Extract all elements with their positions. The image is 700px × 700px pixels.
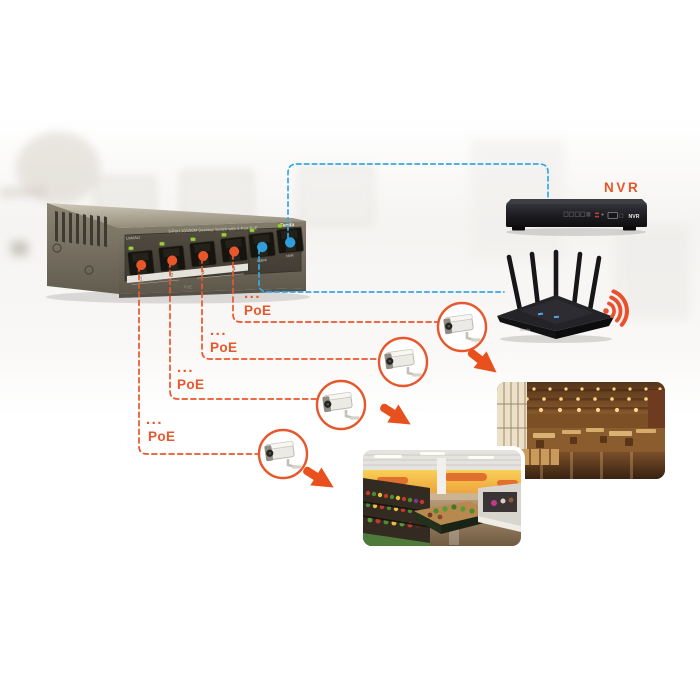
nvr-port-label: NVR bbox=[286, 254, 294, 259]
poe-ellipsis-3: ... bbox=[210, 322, 227, 339]
nvr-device: NVR bbox=[506, 199, 647, 236]
poe-bracket-right bbox=[196, 273, 245, 279]
switch-top-face bbox=[47, 203, 306, 228]
camera-badge-1 bbox=[436, 301, 488, 353]
router-led bbox=[553, 315, 560, 319]
port-module-1 bbox=[127, 249, 155, 277]
uplink-cables bbox=[258, 163, 549, 293]
camera-icon bbox=[443, 313, 481, 342]
flow-arrows bbox=[303, 349, 497, 488]
router-top-inset bbox=[520, 299, 594, 324]
port-number-1: 1 bbox=[140, 277, 143, 283]
nvr-usb-port bbox=[607, 212, 618, 219]
uplink-port-label: Uplink bbox=[257, 258, 268, 263]
switch-vents bbox=[52, 210, 107, 275]
camera-badges bbox=[257, 301, 488, 480]
router-front-right bbox=[556, 317, 614, 339]
router-front-left bbox=[497, 316, 556, 339]
camera-badge-3 bbox=[315, 379, 367, 431]
cable-to-router bbox=[258, 248, 505, 293]
port-number-2: 2 bbox=[171, 273, 174, 279]
poe-ellipsis-4: ... bbox=[244, 285, 261, 302]
poe-group-label: PoE bbox=[184, 285, 193, 290]
port-number-strip bbox=[127, 263, 248, 283]
display-cases-right bbox=[478, 483, 521, 532]
poe-indicator-dot bbox=[198, 250, 209, 261]
poe-ellipsis-2: ... bbox=[177, 359, 194, 376]
switch-uplink-ports bbox=[248, 223, 304, 259]
poe-cable-1 bbox=[138, 265, 261, 455]
switch-base-edge bbox=[119, 288, 306, 298]
router-antenna bbox=[506, 254, 523, 313]
poe-cable-3 bbox=[201, 257, 381, 360]
poe-label-1: PoE bbox=[148, 429, 175, 444]
poe-cable-2 bbox=[169, 261, 319, 400]
port-module-3 bbox=[189, 240, 217, 268]
port-module-5 bbox=[248, 231, 276, 259]
nvr-foot bbox=[623, 226, 636, 231]
supermarket-pillar bbox=[437, 458, 446, 494]
supermarket-photo bbox=[359, 446, 525, 550]
switch-shadow bbox=[46, 290, 310, 304]
background-blur bbox=[0, 132, 690, 320]
router-antenna bbox=[587, 255, 602, 313]
port-module-4 bbox=[220, 236, 248, 263]
router-antennas bbox=[506, 249, 602, 313]
switch-brand: Tenda bbox=[280, 222, 295, 229]
flow-arrow-2 bbox=[380, 403, 411, 425]
port-led-icon bbox=[221, 232, 227, 237]
port-number-3: 3 bbox=[202, 270, 205, 276]
nvr-foot bbox=[512, 226, 525, 231]
wifi-signal-icon bbox=[603, 289, 629, 327]
switch-title: 5-Port 10/100M Desktop Switch with 4-Por… bbox=[168, 225, 257, 234]
nvr-label: NVR bbox=[604, 180, 640, 195]
router-antenna bbox=[571, 251, 583, 309]
router-antenna bbox=[529, 251, 541, 309]
camera-badge-2 bbox=[377, 336, 429, 388]
port-number-4: 4 bbox=[233, 267, 236, 273]
poe-label-4: PoE bbox=[244, 303, 271, 318]
nvr-buttons bbox=[563, 211, 591, 217]
camera-badge-4 bbox=[257, 428, 309, 480]
nvr-shadow bbox=[506, 228, 646, 236]
port-led-icon bbox=[128, 246, 134, 251]
poe-label-2: PoE bbox=[177, 377, 204, 392]
port-led-icon bbox=[249, 228, 255, 233]
camera-icon bbox=[322, 391, 360, 420]
nvr-reset bbox=[619, 213, 624, 218]
flow-arrow-3 bbox=[303, 466, 334, 488]
restaurant-windows bbox=[497, 382, 527, 454]
router-device: Tenda bbox=[497, 249, 614, 343]
switch-poe-ports bbox=[127, 232, 248, 277]
poe-cable-4 bbox=[232, 253, 441, 323]
port-module-6 bbox=[276, 227, 304, 254]
uplink-indicator-dot bbox=[285, 237, 296, 248]
poe-indicator-dot bbox=[229, 246, 240, 257]
port-led-icon bbox=[277, 223, 283, 228]
port-led-icon bbox=[159, 241, 165, 246]
camera-icon bbox=[384, 348, 422, 377]
nvr-front-face bbox=[506, 204, 647, 227]
port-led-icon bbox=[190, 237, 196, 242]
poe-label-3: PoE bbox=[210, 340, 237, 355]
router-brand: Tenda bbox=[519, 327, 531, 332]
flow-arrow-1 bbox=[467, 349, 497, 373]
poe-switch: 5-Port 10/100M Desktop Switch with 4-Por… bbox=[46, 203, 310, 304]
link-act-label: Link/Act bbox=[126, 235, 141, 241]
poe-link-labels: ... PoE ... PoE ... PoE ... PoE bbox=[146, 285, 271, 444]
nvr-front-text: NVR bbox=[629, 214, 640, 220]
nvr-status-leds bbox=[595, 212, 604, 218]
poe-ellipsis-1: ... bbox=[146, 411, 163, 428]
router-led bbox=[537, 312, 544, 316]
poe-cables bbox=[138, 253, 441, 455]
nvr-top-face bbox=[506, 199, 647, 204]
camera-icon bbox=[264, 440, 302, 469]
port-module-2 bbox=[158, 245, 186, 272]
produce-shelves-left bbox=[363, 478, 431, 546]
cable-to-nvr bbox=[287, 163, 549, 239]
